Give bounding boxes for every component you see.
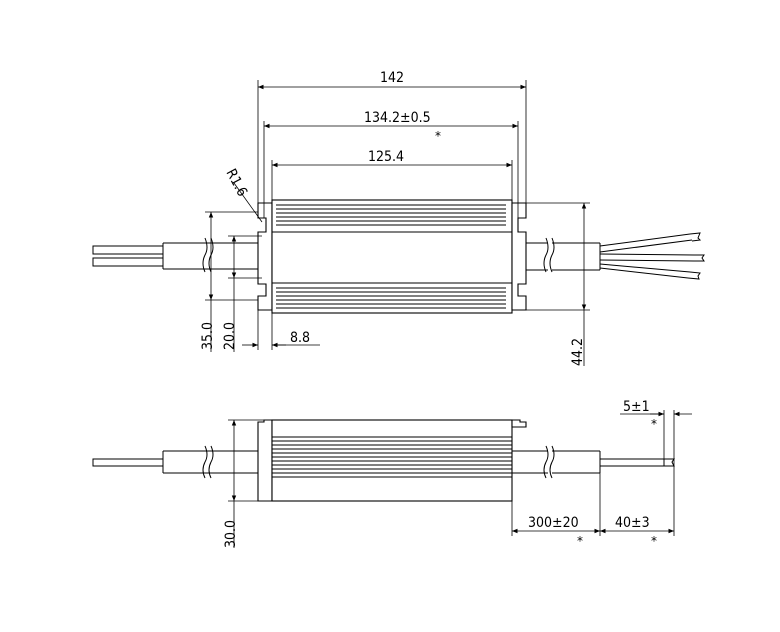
overall-width-label: 44.2	[570, 338, 586, 366]
wire-tip-label: 5±1	[623, 399, 650, 415]
side-left-cable	[92, 445, 272, 479]
lower-fins	[276, 287, 506, 309]
wire-strip-label: 40±3	[615, 515, 650, 531]
corner-radius-label: R1.6	[222, 166, 250, 199]
slot-width-label: 20.0	[222, 322, 238, 350]
overall-length-label: 142	[380, 70, 404, 86]
hole-spacing-label: 134.2±0.5	[364, 110, 431, 126]
side-housing	[257, 419, 527, 502]
upper-fins	[276, 204, 506, 226]
right-cable	[526, 232, 705, 280]
cable-length-label: 300±20	[528, 515, 579, 531]
left-cable	[92, 237, 258, 273]
wire-strip-mark: *	[651, 534, 657, 548]
flange-width-label: 8.8	[290, 330, 310, 346]
right-flange	[511, 202, 527, 311]
wire-tip-mark: *	[651, 417, 657, 431]
side-view: 30.0 5±1 * 300±20 * 40±3 *	[92, 399, 692, 548]
height-label: 30.0	[223, 520, 239, 548]
cable-length-mark: *	[577, 534, 583, 548]
side-right-cable	[512, 445, 675, 479]
body-width-label: 35.0	[200, 322, 216, 350]
housing-body	[271, 199, 513, 314]
body-length-label: 125.4	[368, 149, 404, 165]
top-view: 142 134.2±0.5 * 125.4 R1.6 35.0 20.0	[92, 70, 705, 366]
hole-spacing-mark: *	[435, 129, 441, 143]
side-fins	[272, 436, 512, 478]
